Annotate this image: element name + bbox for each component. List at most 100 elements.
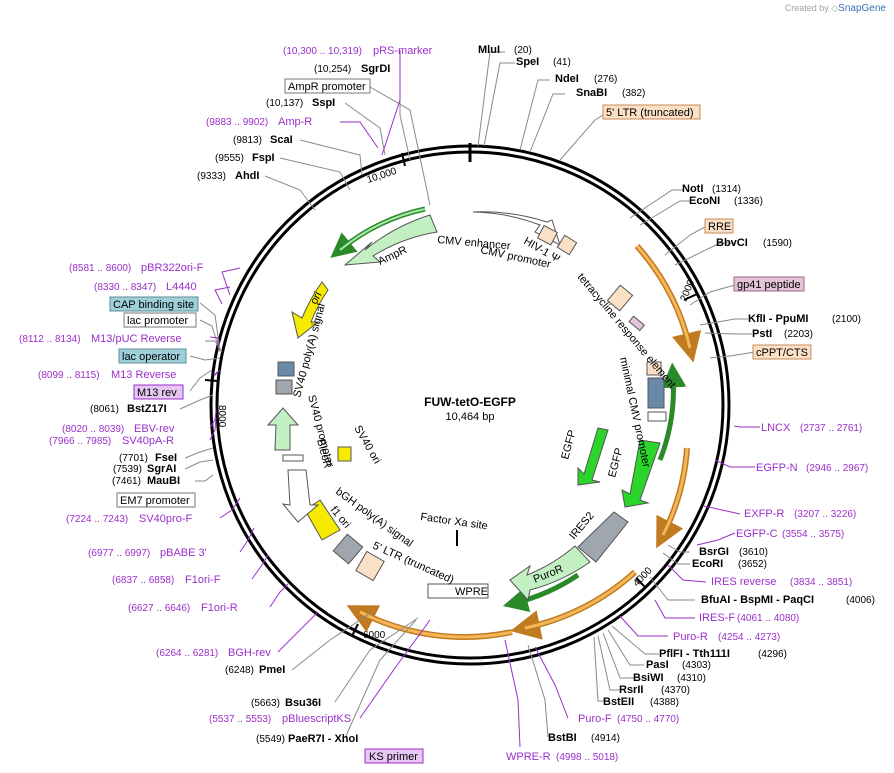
enzyme-bsiwi-pos: (4310) bbox=[677, 673, 706, 684]
enzyme-bsrgi-pos: (3610) bbox=[739, 547, 768, 558]
enzyme-fsei-pos: (7701) bbox=[119, 453, 148, 464]
primer-ebv: EBV-rev bbox=[134, 423, 175, 435]
enzyme-snabi-pos: (382) bbox=[622, 88, 645, 99]
primer-bgh-pos: (6264 .. 6281) bbox=[156, 648, 218, 659]
primer-wpre: WPRE-R bbox=[506, 751, 551, 763]
primer-f1orif: F1ori-F bbox=[185, 574, 221, 586]
enzyme-bstbi: BstBI bbox=[548, 732, 577, 744]
boxed-rre: RRE bbox=[708, 221, 731, 233]
enzyme-kfli: KflI - PpuMI bbox=[748, 313, 809, 325]
primer-purof: Puro-F bbox=[578, 713, 612, 725]
box-ks-primer bbox=[364, 748, 424, 764]
primer-egfpn: EGFP-N bbox=[756, 462, 798, 474]
lac-box bbox=[277, 361, 295, 377]
wpre-arc-inner bbox=[661, 447, 689, 536]
egfp-arrow-1 bbox=[577, 427, 609, 486]
boxed-ks-primer: KS primer bbox=[369, 751, 418, 763]
box-lac-promoter bbox=[123, 312, 197, 328]
ltr-arc-lower-inner bbox=[359, 610, 513, 639]
hiv-psi-box-2 bbox=[556, 234, 578, 256]
tick-marks bbox=[204, 152, 698, 637]
credit-brand: SnapGene bbox=[838, 3, 886, 14]
primer-m13rev-pos: (8099 .. 8115) bbox=[38, 370, 100, 381]
enzyme-fspi: FspI bbox=[252, 152, 275, 164]
primer-f1orir: F1ori-R bbox=[201, 602, 238, 614]
enzyme-ndei-pos: (276) bbox=[594, 74, 617, 85]
enzyme-pasi-pos: (4303) bbox=[682, 660, 711, 671]
cppt-box bbox=[646, 361, 662, 376]
enzyme-mlui: MluI bbox=[478, 44, 500, 56]
boxed-gp41: gp41 peptide bbox=[737, 279, 801, 291]
enzyme-sspi-pos: (10,137) bbox=[266, 98, 303, 109]
feat-sv40-ori: SV40 ori bbox=[351, 424, 382, 467]
hiv-psi-box-1 bbox=[536, 224, 559, 246]
gp41-box bbox=[628, 315, 645, 332]
enzyme-kfli-pos: (2100) bbox=[832, 314, 861, 325]
egfp-arrow-2 bbox=[621, 439, 661, 508]
boxed-ltr-trunc: 5' LTR (truncated) bbox=[606, 107, 693, 119]
primer-iresf: IRES-F bbox=[699, 612, 735, 624]
enzyme-rsrii-pos: (4370) bbox=[661, 685, 690, 696]
enzyme-bsu36i-pos: (5663) bbox=[251, 698, 280, 709]
enzyme-spei-pos: (41) bbox=[553, 57, 571, 68]
primer-purof-pos: (4750 .. 4770) bbox=[617, 714, 679, 725]
box-rre bbox=[704, 218, 734, 234]
enzyme-mlui-pos: (20) bbox=[514, 45, 532, 56]
tet-thin-arc bbox=[657, 362, 687, 461]
enzyme-sgrdi-pos: (10,254) bbox=[314, 64, 351, 75]
tet-box bbox=[606, 284, 634, 312]
primer-l4440-pos: (8330 .. 8347) bbox=[94, 282, 156, 293]
enzyme-ecori: EcoRI bbox=[692, 558, 723, 570]
enzyme-pmei: PmeI bbox=[259, 664, 285, 676]
enzyme-maubi: MauBI bbox=[147, 475, 180, 487]
enzyme-bfuai: BfuAI - BspMI - PaqCI bbox=[701, 594, 814, 606]
primer-pbabe-pos: (6977 .. 6997) bbox=[88, 548, 150, 559]
enzyme-scai: ScaI bbox=[270, 134, 293, 146]
primer-m13rev: M13 Reverse bbox=[111, 369, 176, 381]
primer-egfpc-pos: (3554 .. 3575) bbox=[782, 529, 844, 540]
sv40-ori-box bbox=[337, 446, 352, 462]
enzyme-ahdi-pos: (9333) bbox=[197, 171, 226, 182]
connector-lines bbox=[179, 51, 756, 739]
bleor-arrow bbox=[266, 407, 300, 451]
enzyme-paer7i: PaeR7I - XhoI bbox=[288, 733, 358, 745]
box-cap bbox=[109, 296, 199, 312]
tet-operator-box bbox=[647, 377, 665, 409]
primer-ebv-pos: (8020 .. 8039) bbox=[62, 424, 124, 435]
primer-sv40pa-pos: (7966 .. 7985) bbox=[49, 436, 111, 447]
primer-pbr322-pos: (8581 .. 8600) bbox=[69, 263, 131, 274]
enzyme-fsei: FseI bbox=[155, 452, 177, 464]
tick-label-6000: 6000 bbox=[363, 630, 386, 641]
enzyme-bsteii: BstEII bbox=[603, 696, 634, 708]
box-gp41 bbox=[733, 276, 805, 292]
primer-ampr-pos: (9883 .. 9902) bbox=[206, 117, 268, 128]
enzyme-noti: NotI bbox=[682, 183, 703, 195]
box-ampr-promoter bbox=[284, 78, 371, 94]
primer-iresf-pos: (4061 .. 4080) bbox=[737, 613, 799, 624]
enzyme-bsteii-pos: (4388) bbox=[650, 697, 679, 708]
primer-iresrev: IRES reverse bbox=[711, 576, 776, 588]
ltr-arc-right-inner bbox=[635, 245, 692, 349]
enzyme-sgrdi: SgrDI bbox=[361, 63, 390, 75]
primer-labels: pRS-marker (10,300 .. 10,319) Amp-R (988… bbox=[19, 45, 868, 763]
primer-exfpr-pos: (3207 .. 3226) bbox=[794, 509, 856, 520]
enzyme-econi-pos: (1336) bbox=[734, 196, 763, 207]
primer-ampr: Amp-R bbox=[278, 116, 312, 128]
enzyme-pflfi: PflFI - Tth111I bbox=[659, 648, 730, 660]
primer-prs-pos: (10,300 .. 10,319) bbox=[283, 46, 362, 57]
wpre-block bbox=[427, 583, 489, 599]
primer-m13puc: M13/pUC Reverse bbox=[91, 333, 181, 345]
enzyme-bsu36i: Bsu36I bbox=[285, 697, 321, 709]
primer-f1orir-pos: (6627 .. 6646) bbox=[128, 603, 190, 614]
box-cppt bbox=[752, 344, 812, 360]
primer-egfpn-pos: (2946 .. 2967) bbox=[806, 463, 868, 474]
boxed-ampr-promoter: AmpR promoter bbox=[288, 81, 366, 93]
enzyme-ecori-pos: (3652) bbox=[738, 559, 767, 570]
primer-m13puc-pos: (8112 .. 8134) bbox=[19, 334, 81, 345]
boxed-m13rev: M13 rev bbox=[137, 387, 177, 399]
feat-ori: ori bbox=[308, 290, 324, 306]
box-lac-operator bbox=[118, 348, 187, 364]
mincmv-box bbox=[647, 411, 667, 422]
sv40-polya-box bbox=[275, 379, 293, 395]
primer-pbabe: pBABE 3' bbox=[160, 547, 207, 559]
